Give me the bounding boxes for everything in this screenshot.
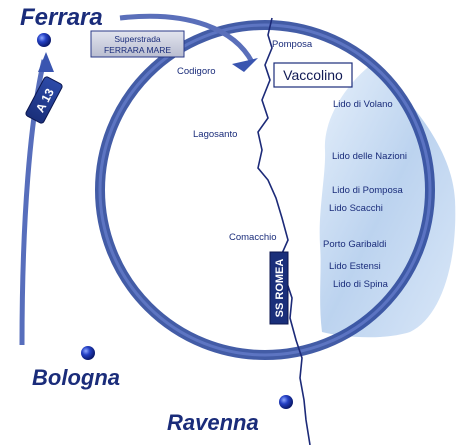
- superstrada-label-line2: FERRARA MARE: [104, 45, 171, 55]
- place-label-lido: Lido Scacchi: [329, 203, 383, 214]
- superstrada-label-line1: Superstrada: [114, 34, 161, 44]
- city-label-ferrara: Ferrara: [20, 4, 103, 31]
- coast-line: [257, 17, 311, 445]
- a13-highway: [19, 59, 47, 346]
- ferrara-dot-icon: [37, 33, 51, 47]
- a13-shield: A 13: [25, 76, 63, 124]
- place-label-lido: Lido di Spina: [333, 279, 389, 290]
- ss-romea-label: SS ROMEA: [274, 259, 286, 318]
- place-label-pomposa: Pomposa: [272, 39, 313, 50]
- superstrada-road: [119, 13, 255, 64]
- a13-arrow-icon: [38, 52, 54, 72]
- city-label-bologna: Bologna: [32, 365, 120, 390]
- place-label-lagosanto: Lagosanto: [193, 129, 237, 140]
- ravenna-dot-icon: [279, 395, 293, 409]
- vaccolino-marker: Vaccolino: [273, 62, 353, 88]
- superstrada-arrow-icon: [232, 58, 258, 72]
- superstrada-sign: Superstrada FERRARA MARE: [90, 30, 185, 58]
- city-label-ravenna: Ravenna: [167, 410, 259, 435]
- place-label-lido: Lido Estensi: [329, 261, 381, 272]
- place-label-lido: Lido delle Nazioni: [332, 151, 407, 162]
- place-label-comacchio: Comacchio: [229, 232, 277, 243]
- place-label-lido: Lido di Pomposa: [332, 185, 403, 196]
- place-label-lido: Porto Garibaldi: [323, 239, 386, 250]
- vaccolino-label: Vaccolino: [283, 67, 343, 83]
- bologna-dot-icon: [81, 346, 95, 360]
- place-label-codigoro: Codigoro: [177, 66, 216, 77]
- ss-romea-shield: SS ROMEA: [269, 251, 289, 325]
- place-label-lido: Lido di Volano: [333, 99, 393, 110]
